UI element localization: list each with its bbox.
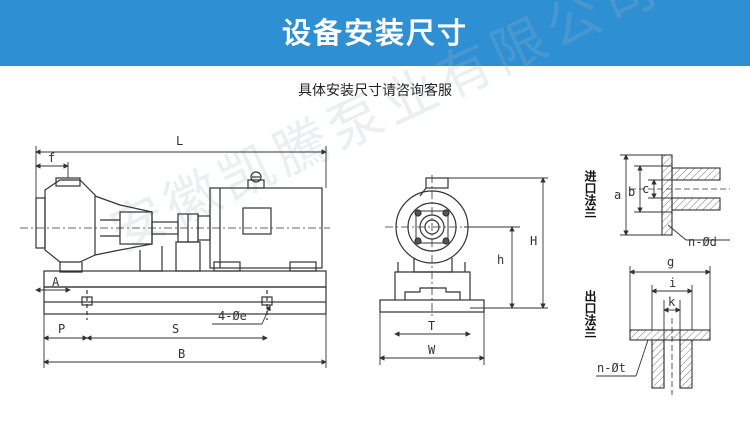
outlet-flange-detail: [629, 318, 711, 395]
dim-i: i: [669, 276, 676, 290]
dim-f: f: [48, 151, 55, 165]
motor-terminal-box: [242, 207, 272, 235]
dim-k: k: [668, 295, 676, 309]
inlet-flange-label: 进口法兰: [583, 169, 597, 218]
dim-S: S: [172, 322, 179, 336]
dim-bolt-holes: 4-Øe: [218, 309, 247, 323]
dim-H: H: [530, 234, 537, 248]
outlet-flange-label: 出口法兰: [583, 289, 597, 338]
dim-c: c: [642, 182, 649, 196]
dim-h: h: [497, 253, 504, 267]
dim-nt: n-Øt: [597, 361, 626, 375]
dim-b: b: [628, 185, 635, 199]
dim-T: T: [428, 319, 435, 333]
header-banner: [0, 0, 750, 66]
dim-nd: n-Ød: [688, 235, 717, 249]
lifting-eye: [250, 171, 262, 183]
dim-B: B: [178, 347, 185, 361]
page-subtitle: 具体安装尺寸请咨询客服: [298, 83, 452, 99]
dim-A: A: [52, 275, 60, 289]
side-view: [20, 171, 330, 320]
front-dimensions: [379, 177, 548, 365]
dim-P: P: [58, 322, 65, 336]
page-title: 设备安装尺寸: [281, 16, 468, 50]
side-dimensions: [35, 146, 327, 368]
outlet-dimensions: [596, 266, 711, 377]
side-base-plate: [43, 301, 327, 315]
dim-g: g: [667, 255, 674, 269]
dim-L: L: [176, 134, 183, 148]
inlet-dimensions: [620, 154, 730, 241]
dim-W: W: [428, 343, 436, 357]
dim-a: a: [614, 188, 621, 202]
inlet-flange-detail: [630, 154, 730, 236]
front-view: [379, 175, 485, 318]
motor-body: [209, 187, 323, 269]
